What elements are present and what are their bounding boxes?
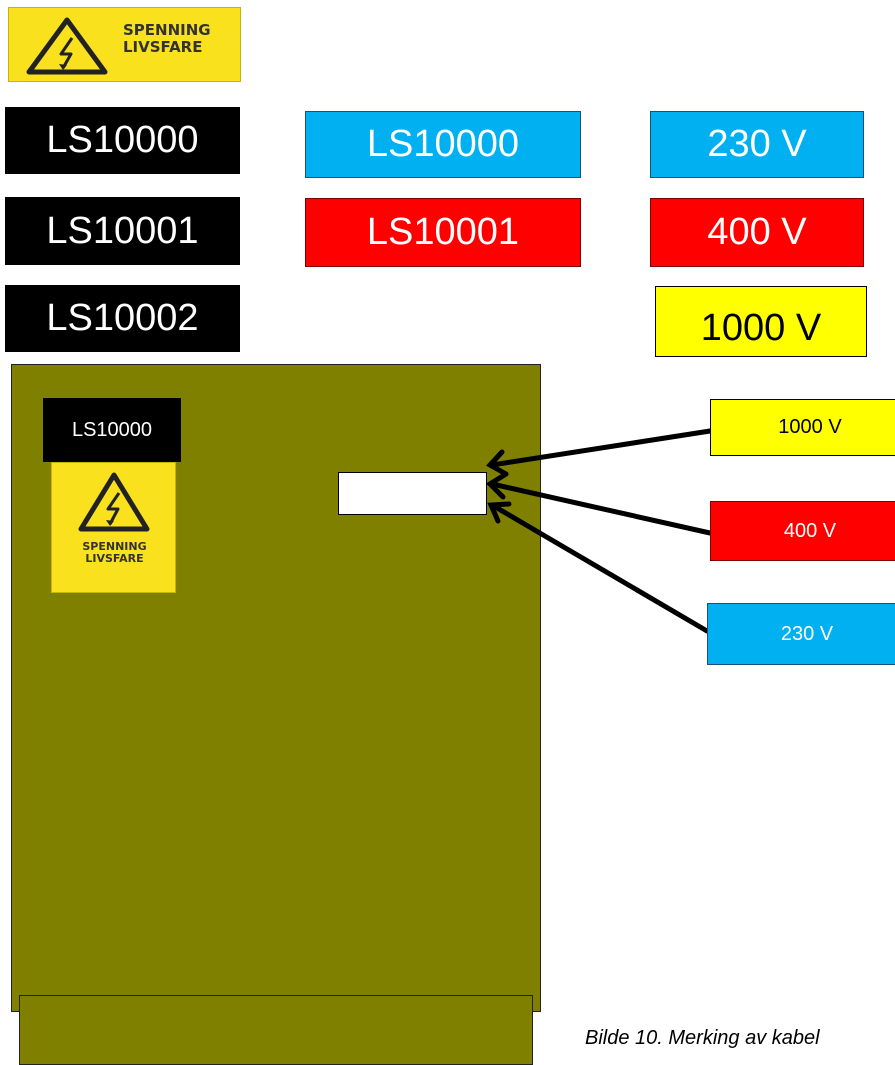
- cabinet-id-label: LS10000: [43, 398, 181, 462]
- cabinet-warning-sign: SPENNING LIVSFARE: [51, 462, 176, 593]
- arrow-400v: [489, 481, 713, 536]
- warning-line-1: SPENNING: [123, 21, 211, 39]
- cabinet-warning-line-1: SPENNING: [82, 540, 147, 553]
- cabinet-label-ls10002: LS10002: [5, 285, 240, 352]
- arrowhead-400v: [486, 471, 509, 500]
- high-voltage-warning-icon: [26, 17, 108, 75]
- voltage-label-230: 230 V: [650, 111, 864, 178]
- cable-label-slot: [338, 472, 487, 515]
- cable-label-ls10001: LS10001: [305, 198, 581, 267]
- callout-1000v: 1000 V: [710, 399, 895, 456]
- arrowhead-1000v: [486, 449, 509, 477]
- warning-sticker: SPENNING LIVSFARE: [8, 7, 241, 82]
- high-voltage-warning-icon: [78, 472, 150, 532]
- arrowhead-230v: [487, 501, 512, 524]
- cabinet-label-ls10001: LS10001: [5, 197, 240, 265]
- arrow-230v: [489, 502, 710, 634]
- arrow-1000v: [489, 428, 713, 468]
- warning-line-2: LIVSFARE: [123, 37, 203, 56]
- callout-400v: 400 V: [710, 501, 895, 561]
- cable-label-ls10000: LS10000: [305, 111, 581, 178]
- cabinet-label-ls10000: LS10000: [5, 107, 240, 174]
- figure-caption: Bilde 10. Merking av kabel: [585, 1027, 820, 1049]
- warning-text: SPENNING LIVSFARE: [123, 22, 211, 56]
- cabinet-warning-text: SPENNING LIVSFARE: [52, 540, 177, 566]
- voltage-label-400: 400 V: [650, 198, 864, 267]
- callout-230v: 230 V: [707, 603, 895, 665]
- cabinet-warning-line-2: LIVSFARE: [85, 552, 144, 566]
- voltage-label-1000: 1000 V: [655, 286, 867, 357]
